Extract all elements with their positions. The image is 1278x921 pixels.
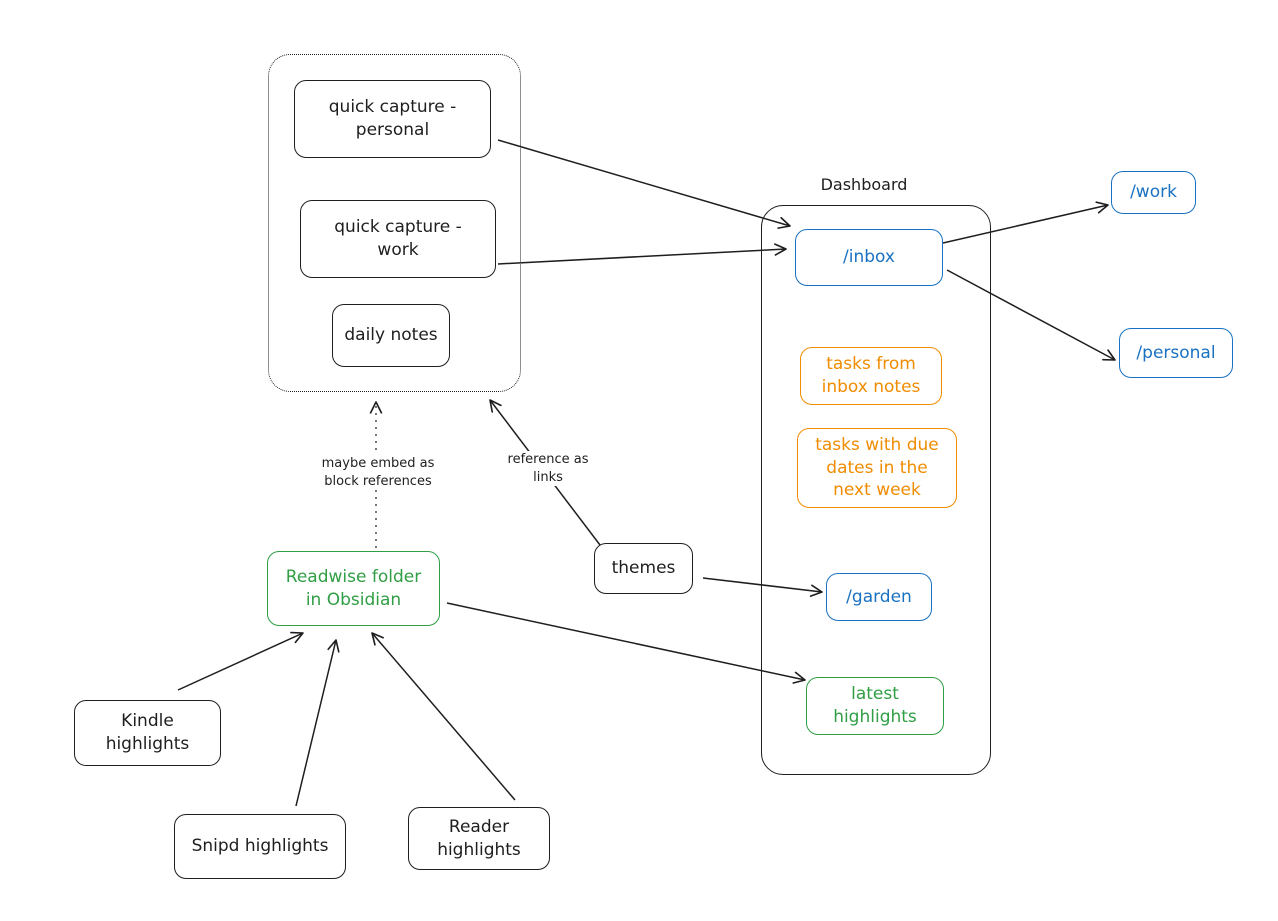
edge-label-maybe-embed: maybe embed as block references	[308, 455, 448, 491]
themes-node[interactable]: themes	[594, 543, 693, 594]
inbox-node[interactable]: /inbox	[795, 229, 943, 286]
snipd-highlights-node[interactable]: Snipd highlights	[174, 814, 346, 879]
edge-snipd-to-readwise	[295, 639, 340, 807]
edge-personal-to-inbox	[497, 139, 791, 229]
dashboard-title: Dashboard	[820, 175, 908, 194]
dashboard-frame	[761, 205, 991, 775]
quick-capture-work-node[interactable]: quick capture - work	[300, 200, 496, 278]
quick-capture-personal-node[interactable]: quick capture - personal	[294, 80, 491, 158]
kindle-highlights-node[interactable]: Kindle highlights	[74, 700, 221, 766]
daily-notes-node[interactable]: daily notes	[332, 304, 450, 367]
edge-work-to-inbox	[497, 243, 787, 265]
work-node[interactable]: /work	[1111, 171, 1196, 214]
edge-readwise-to-latest	[446, 602, 806, 684]
edge-themes-to-garden	[702, 577, 823, 597]
edge-inbox-to-work	[942, 201, 1109, 244]
capture-group-frame	[268, 54, 521, 392]
latest-highlights-node[interactable]: latest highlights	[806, 677, 944, 735]
tasks-from-inbox-node[interactable]: tasks from inbox notes	[800, 347, 942, 405]
edge-reader-to-readwise	[371, 632, 516, 801]
tasks-with-due-dates-node[interactable]: tasks with due dates in the next week	[797, 428, 957, 508]
garden-node[interactable]: /garden	[826, 573, 932, 621]
edge-label-reference-links: reference as links	[494, 451, 602, 487]
personal-node[interactable]: /personal	[1119, 328, 1233, 378]
reader-highlights-node[interactable]: Reader highlights	[408, 807, 550, 870]
edge-kindle-to-readwise	[177, 631, 304, 691]
edge-inbox-to-personal	[946, 269, 1116, 361]
readwise-folder-node[interactable]: Readwise folder in Obsidian	[267, 551, 440, 626]
